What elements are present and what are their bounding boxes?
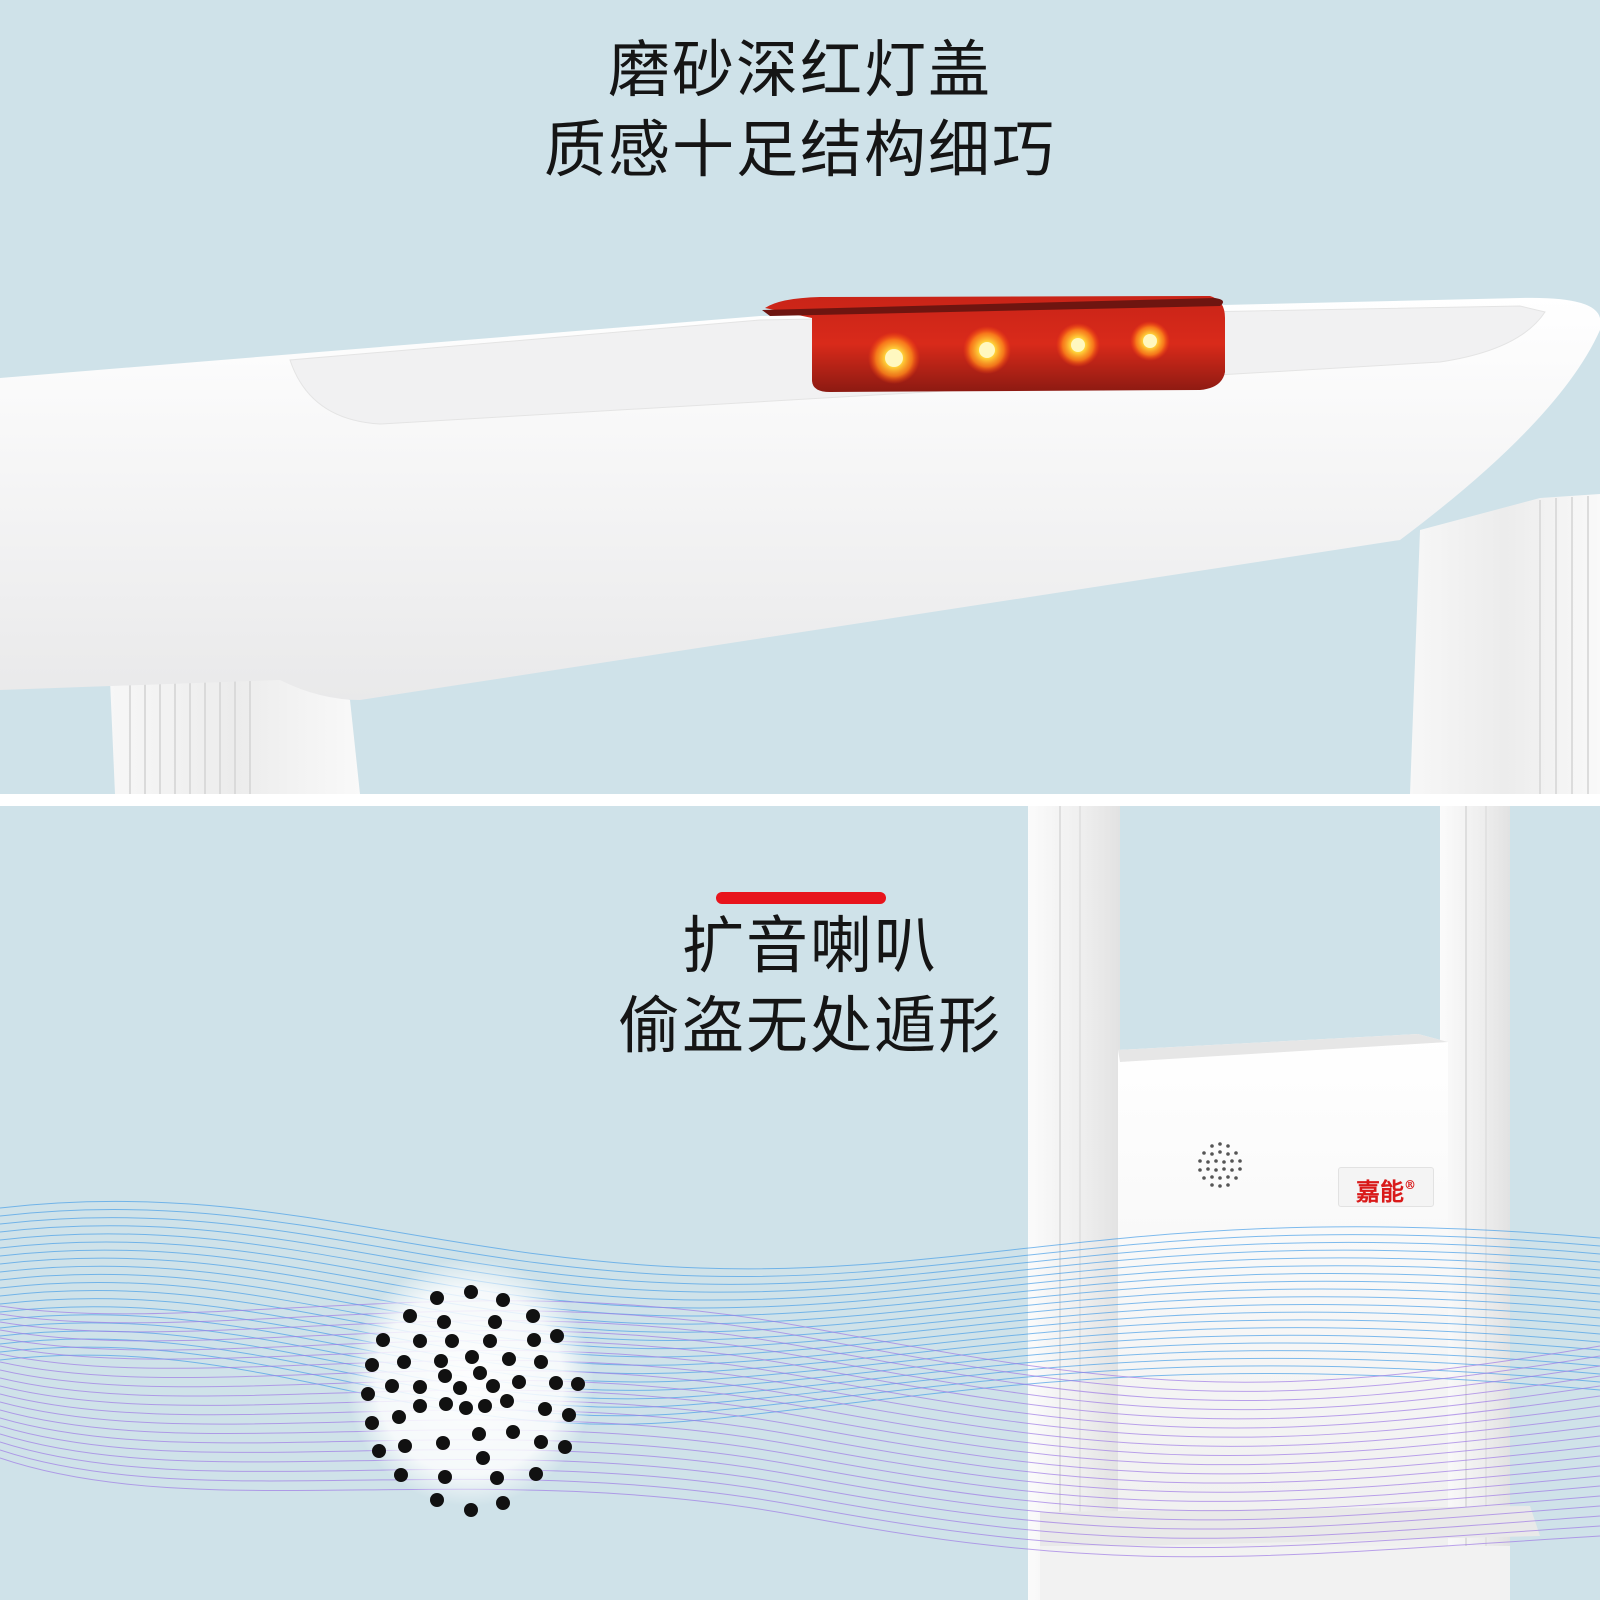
antenna-top-illustration [0, 296, 1600, 794]
top-heading-line-1: 磨砂深红灯盖 [607, 33, 992, 106]
top-panel: 磨砂深红灯盖 质感十足结构细巧 [0, 0, 1600, 794]
brand-logo: 嘉能® [1338, 1167, 1434, 1207]
top-heading-line-2: 质感十足结构细巧 [543, 113, 1056, 186]
top-heading: 磨砂深红灯盖 质感十足结构细巧 [0, 30, 1600, 190]
bottom-heading: 扩音喇叭 偷盗无处遁形 [0, 906, 1600, 1066]
bottom-heading-line-1: 扩音喇叭 [681, 909, 938, 982]
bottom-panel: 嘉能® 扩音喇叭 偷盗无处遁形 [0, 806, 1600, 1600]
registered-mark: ® [1404, 1178, 1416, 1192]
antenna-speaker-grille [1198, 1142, 1242, 1188]
led-lights [868, 321, 1170, 384]
sound-wave-lines [0, 1200, 1600, 1558]
bottom-heading-line-2: 偷盗无处遁形 [617, 989, 1002, 1062]
panel-divider [0, 794, 1600, 806]
brand-logo-text: 嘉能 [1356, 1177, 1404, 1206]
accent-bar [716, 892, 886, 904]
speaker-icon [346, 1258, 594, 1517]
